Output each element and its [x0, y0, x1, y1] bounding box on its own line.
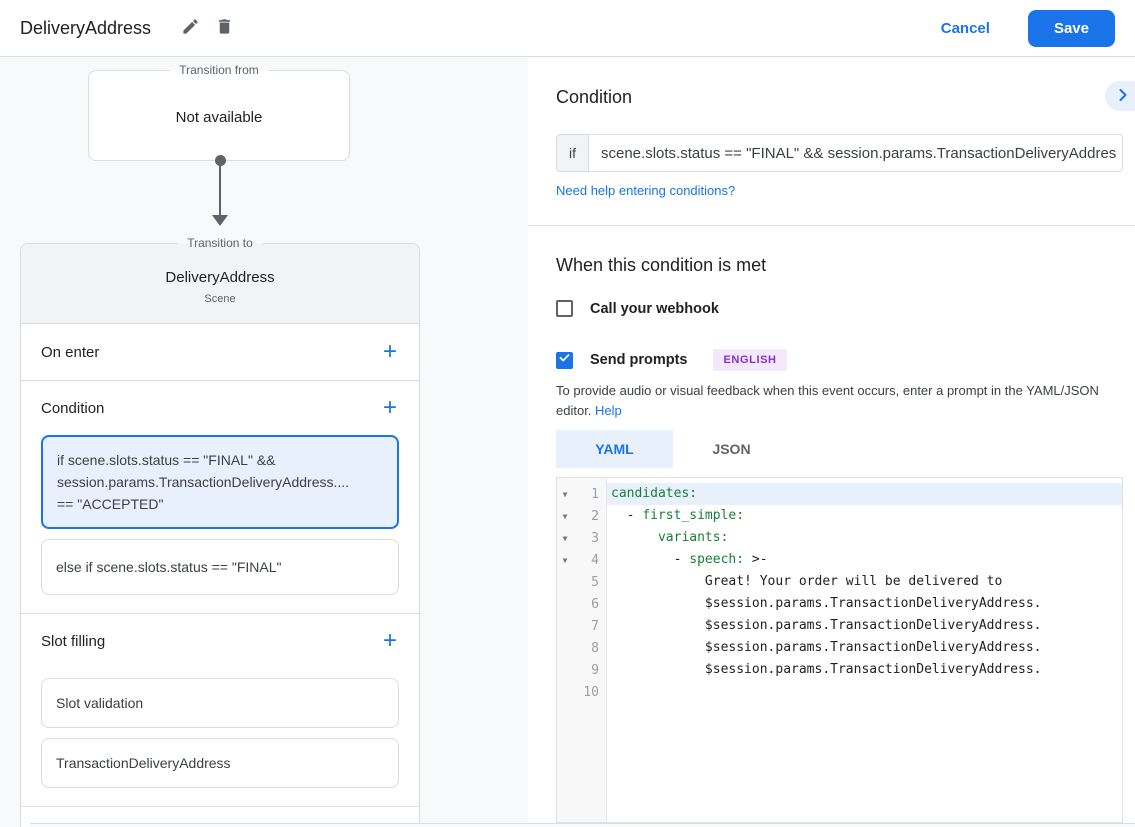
condition-expression-input[interactable]: scene.slots.status == "FINAL" && session… [601, 144, 1117, 162]
line-number: 6 [591, 596, 599, 612]
condition-panel-title: Condition [556, 87, 633, 107]
scene-title: DeliveryAddress [20, 17, 152, 38]
condition-detail-panel: Condition if scene.slots.status == "FINA… [528, 57, 1135, 827]
send-prompts-label: Send prompts [590, 352, 688, 368]
condition-help-link[interactable]: Need help entering conditions? [556, 183, 736, 198]
code-line[interactable]: $session.params.TransactionDeliveryAddre… [704, 640, 1042, 655]
add-condition-button[interactable]: + [382, 394, 397, 421]
flow-panel: Transition from Not available Transition… [0, 57, 528, 827]
slot-filling-section: Slot filling + Slot validation Transacti… [21, 614, 419, 807]
transition-to-card: Transition to DeliveryAddress Scene On e… [20, 236, 420, 827]
if-prefix-label: if [557, 135, 589, 171]
slot-filling-section-head: Slot filling + [41, 614, 399, 668]
save-button[interactable]: Save [1027, 9, 1115, 47]
code-line[interactable]: Great! Your order will be delivered to [704, 574, 1003, 589]
gutter-row: 9 [557, 659, 606, 681]
on-enter-section: On enter + [21, 324, 419, 381]
scene-card-header: DeliveryAddress Scene [21, 244, 419, 324]
code-line[interactable]: - speech: >- [611, 552, 768, 567]
gutter-row: ▼4 [557, 549, 606, 571]
fold-toggle-icon[interactable]: ▼ [562, 533, 568, 543]
connector-line [219, 165, 221, 217]
transition-from-box: Transition from Not available [88, 63, 350, 161]
code-line[interactable]: - first_simple: [611, 508, 745, 523]
cancel-button[interactable]: Cancel [940, 19, 990, 37]
webhook-row: Call your webhook [556, 300, 719, 317]
add-slot-button[interactable]: + [382, 627, 397, 654]
add-on-enter-button[interactable]: + [382, 338, 397, 365]
connector-dot [215, 155, 226, 166]
code-line[interactable] [607, 681, 1122, 703]
tab-yaml[interactable]: YAML [556, 430, 673, 468]
on-enter-label: On enter [41, 343, 100, 361]
line-number: 8 [591, 640, 599, 656]
line-number: 7 [591, 618, 599, 634]
gutter-row: 7 [557, 615, 606, 637]
line-number: 4 [591, 552, 599, 568]
code-line[interactable]: variants: [657, 530, 729, 545]
transition-to-label: Transition to [177, 236, 263, 250]
gutter-row: 8 [557, 637, 606, 659]
line-number: 2 [591, 508, 599, 524]
edit-scene-button[interactable] [173, 11, 207, 45]
gutter-row: ▼2 [557, 505, 606, 527]
fold-toggle-icon[interactable]: ▼ [562, 489, 568, 499]
delete-scene-button[interactable] [207, 11, 241, 45]
code-line[interactable]: $session.params.TransactionDeliveryAddre… [704, 618, 1042, 633]
condition-section-label: Condition [41, 399, 105, 417]
panel-divider [528, 225, 1135, 226]
line-number: 1 [591, 486, 599, 502]
code-line[interactable]: candidates: [607, 483, 1122, 505]
pencil-icon [181, 17, 200, 39]
prompt-help-link[interactable]: Help [595, 403, 622, 418]
transition-from-value: Not available [175, 109, 263, 126]
slot-card[interactable]: TransactionDeliveryAddress [41, 738, 399, 788]
transition-from-label: Transition from [169, 63, 269, 77]
collapse-panel-button[interactable] [1105, 81, 1135, 111]
scene-card-name: DeliveryAddress [165, 269, 275, 286]
send-prompts-checkbox[interactable] [556, 351, 573, 369]
scene-card-type: Scene [204, 293, 236, 305]
gutter-row: ▼3 [557, 527, 606, 549]
condition-section: Condition + if scene.slots.status == "FI… [21, 381, 419, 614]
top-bar: DeliveryAddress Cancel Save [0, 0, 1135, 57]
gutter-row: ▼1 [557, 483, 606, 505]
prompt-helper-body: To provide audio or visual feedback when… [556, 383, 1099, 418]
editor-format-tabs: YAML JSON [556, 430, 790, 468]
checkmark-icon [558, 351, 571, 369]
tab-json[interactable]: JSON [712, 441, 751, 457]
slot-validation-card[interactable]: Slot validation [41, 678, 399, 728]
line-number: 3 [591, 530, 599, 546]
code-line[interactable]: $session.params.TransactionDeliveryAddre… [704, 596, 1042, 611]
line-number: 9 [591, 662, 599, 678]
fold-toggle-icon[interactable]: ▼ [562, 511, 568, 521]
webhook-checkbox[interactable] [556, 300, 573, 317]
gutter-row: 6 [557, 593, 606, 615]
language-badge: ENGLISH [713, 349, 787, 371]
condition-if-field: if scene.slots.status == "FINAL" && sess… [556, 134, 1123, 172]
fold-toggle-icon[interactable]: ▼ [562, 555, 568, 565]
condition-card[interactable]: else if scene.slots.status == "FINAL" [41, 539, 399, 595]
chevron-right-icon [1113, 85, 1133, 108]
editor-code-area[interactable]: candidates: - first_simple: variants: - … [607, 478, 1122, 822]
gutter-row: 5 [557, 571, 606, 593]
condition-card-selected[interactable]: if scene.slots.status == "FINAL" && sess… [41, 435, 399, 529]
line-number: 5 [591, 574, 599, 590]
prompt-helper-text: To provide audio or visual feedback when… [556, 381, 1118, 421]
trash-icon [215, 17, 234, 39]
code-line[interactable]: $session.params.TransactionDeliveryAddre… [704, 662, 1042, 677]
when-met-title: When this condition is met [556, 255, 767, 275]
condition-section-head: Condition + [41, 381, 399, 435]
send-prompts-row: Send prompts ENGLISH [556, 349, 787, 371]
connector-arrowhead-icon [212, 215, 228, 226]
line-number: 10 [583, 684, 599, 700]
slot-filling-label: Slot filling [41, 632, 106, 650]
horizontal-scrollbar[interactable] [30, 823, 1135, 827]
webhook-label: Call your webhook [590, 300, 719, 317]
gutter-row: 10 [557, 681, 606, 703]
